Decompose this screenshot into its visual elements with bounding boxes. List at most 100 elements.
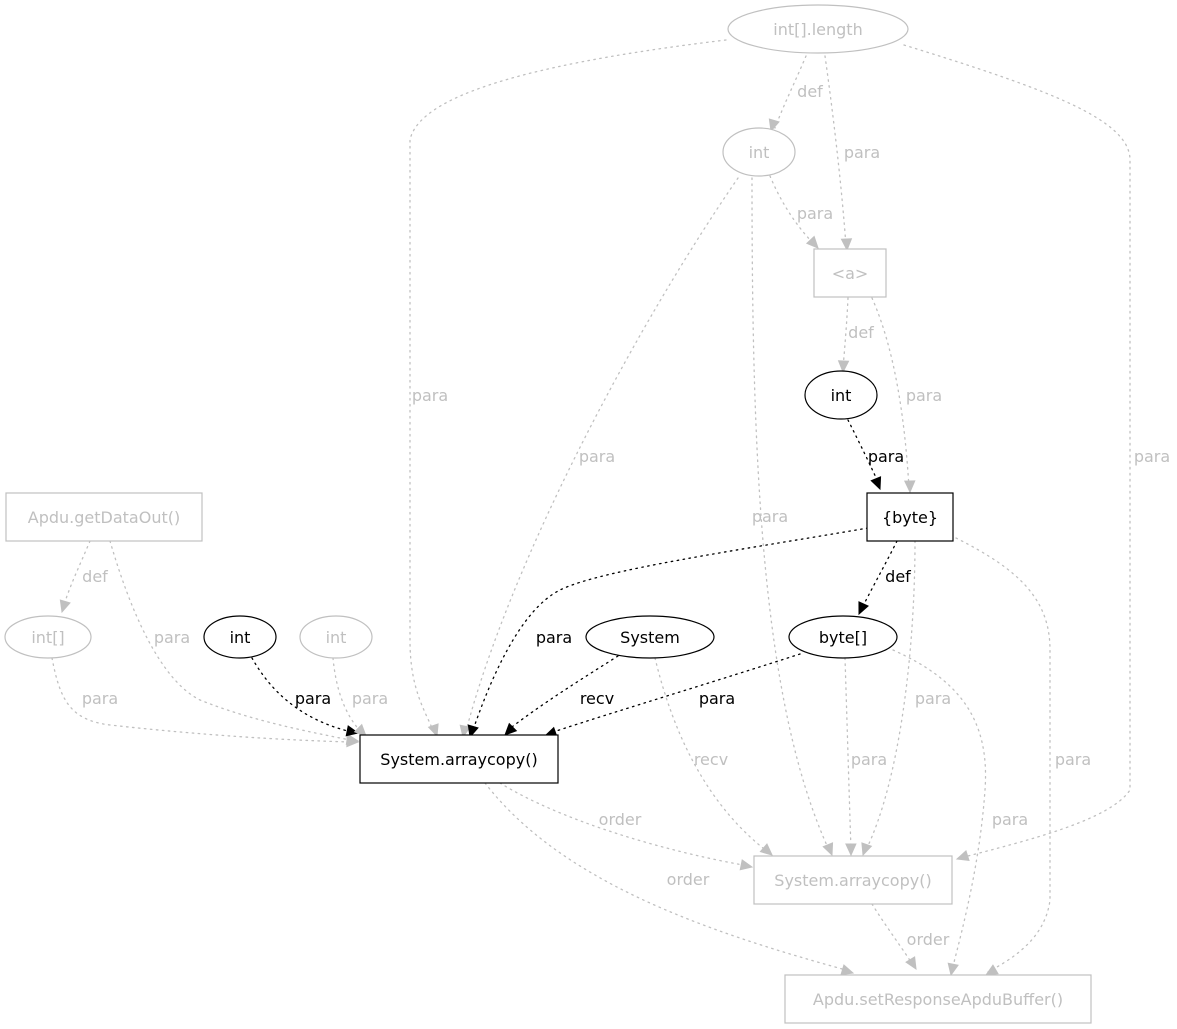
edge-line (844, 657, 852, 851)
arrowhead (861, 842, 873, 857)
node-ellipse (585, 615, 715, 659)
node-box (753, 855, 953, 905)
edge-label: para (352, 689, 388, 708)
node-label: int[] (31, 628, 64, 647)
edge-label: def (848, 323, 874, 342)
edge-para: para (769, 175, 833, 249)
edge-label: para (851, 750, 887, 769)
edge-para: para (409, 39, 727, 738)
node-copy2[interactable]: System.arraycopy() (753, 855, 953, 905)
node-intarr[interactable]: int[] (4, 615, 92, 659)
node-int-b1[interactable]: int (203, 615, 277, 659)
edge-para: para (251, 657, 360, 737)
node-label: Apdu.getDataOut() (28, 508, 180, 527)
edge-label: order (907, 930, 950, 949)
node-label: int (326, 628, 347, 647)
edge-line (842, 297, 849, 369)
node-ellipse (727, 4, 909, 54)
arrowhead (467, 724, 479, 739)
node-label: int (749, 143, 770, 162)
node-box (5, 492, 203, 542)
arrowhead (947, 962, 959, 977)
edge-line (484, 782, 847, 971)
edges-layer: defparaparaparaparaparaparadefparaparade… (51, 39, 1170, 977)
edge-label: para (1055, 750, 1091, 769)
edge-order: order (499, 782, 754, 871)
arrowhead (768, 118, 780, 133)
edge-para: para (824, 55, 880, 252)
arrowhead (504, 722, 518, 736)
edge-label: order (667, 870, 710, 889)
edge-para: para (861, 540, 951, 857)
edge-para: para (903, 44, 1170, 862)
node-setresp[interactable]: Apdu.setResponseApduBuffer() (784, 974, 1092, 1024)
edge-para: para (51, 657, 360, 748)
node-label: System (620, 628, 680, 647)
node-ellipse (722, 127, 796, 177)
arrowhead (459, 724, 471, 739)
edge-line (109, 540, 351, 741)
arrowhead (955, 850, 970, 862)
edge-para: para (847, 419, 904, 491)
edge-recv: recv (504, 655, 619, 736)
edge-label: para (797, 204, 833, 223)
edge-label: para (1134, 447, 1170, 466)
arrowhead (840, 238, 853, 252)
node-a[interactable]: <a> (813, 248, 887, 298)
node-label: int (230, 628, 251, 647)
edge-recv: recv (654, 657, 773, 856)
edge-label: para (82, 689, 118, 708)
node-intlen[interactable]: int[].length (727, 4, 909, 54)
edge-para: para (459, 177, 739, 739)
edge-line (507, 655, 619, 731)
edge-label: para (536, 628, 572, 647)
node-system[interactable]: System (585, 615, 715, 659)
edge-def: def (768, 55, 823, 133)
edge-label: para (844, 143, 880, 162)
edge-label: para (154, 628, 190, 647)
arrowhead (353, 723, 367, 737)
edge-label: recv (580, 689, 614, 708)
node-int-top[interactable]: int (722, 127, 796, 177)
edge-line (751, 177, 830, 851)
edge-label: para (295, 689, 331, 708)
edge-label: def (82, 567, 108, 586)
node-int-b2[interactable]: int (299, 615, 373, 659)
node-label: System.arraycopy() (774, 871, 931, 890)
node-byte[interactable]: {byte} (866, 492, 954, 542)
node-bytearr[interactable]: byte[] (788, 615, 898, 659)
edge-label: def (797, 82, 823, 101)
edge-line (871, 903, 914, 966)
edge-label: para (915, 689, 951, 708)
edge-line (865, 540, 916, 851)
edge-label: para (579, 447, 615, 466)
edge-para: para (844, 657, 887, 857)
edge-order: order (484, 782, 855, 976)
edge-label: para (992, 810, 1028, 829)
node-label: System.arraycopy() (380, 750, 537, 769)
edge-label: order (599, 810, 642, 829)
edge-label: para (699, 689, 735, 708)
edge-line (654, 657, 769, 853)
edge-line (824, 55, 847, 247)
node-getdata[interactable]: Apdu.getDataOut() (5, 492, 203, 542)
edge-para: para (751, 177, 834, 857)
edge-line (769, 175, 816, 246)
node-label: {byte} (882, 508, 938, 527)
arrowhead (822, 842, 834, 857)
edge-para: para (955, 537, 1091, 976)
edge-line (464, 177, 739, 736)
edge-line (471, 527, 869, 734)
edge-label: para (906, 386, 942, 405)
node-int-mid[interactable]: int (804, 370, 878, 420)
node-box (813, 248, 887, 298)
node-copy1[interactable]: System.arraycopy() (359, 734, 559, 784)
edge-line (903, 44, 1131, 859)
node-box (359, 734, 559, 784)
edge-para: para (467, 527, 869, 739)
node-ellipse (299, 615, 373, 659)
node-ellipse (203, 615, 277, 659)
node-box (784, 974, 1092, 1024)
edge-order: order (871, 903, 950, 971)
